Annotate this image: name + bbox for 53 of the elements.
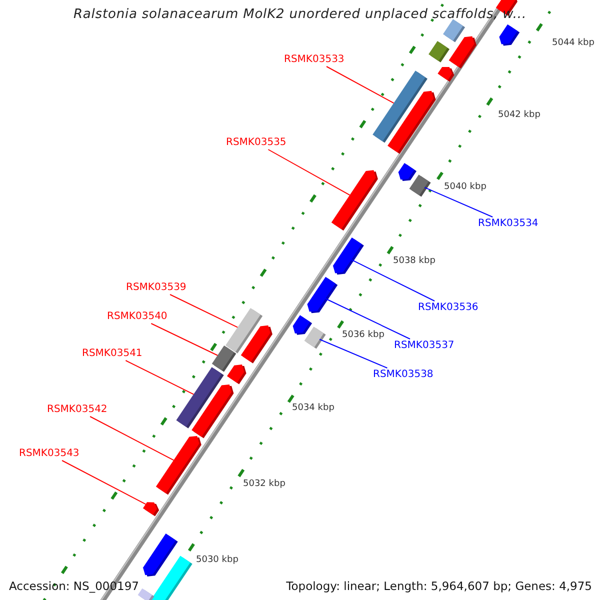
gene-block <box>409 174 431 197</box>
gene-label: RSMK03535 <box>226 137 286 148</box>
gene-label: RSMK03539 <box>126 282 186 294</box>
gene-block <box>448 36 476 68</box>
leader-line <box>319 338 388 368</box>
gene-label: RSMK03533 <box>284 54 344 66</box>
gene-label: RSMK03540 <box>107 311 168 322</box>
scale-label: 5030 kbp <box>196 555 238 566</box>
gene-label: RSMK03536 <box>418 302 478 314</box>
gene-label: RSMK03541 <box>82 348 142 360</box>
leader-line <box>150 323 218 356</box>
accession-label: Accession: NS_000197 <box>9 580 139 594</box>
gene-block <box>192 384 234 438</box>
gene-block <box>292 315 312 335</box>
scale-label: 5034 kbp <box>292 403 334 414</box>
map-title: Ralstonia solanacearum MolK2 unordered unplaced scaffolds, w... <box>74 7 526 22</box>
leader-line <box>326 66 394 104</box>
gene-block <box>499 24 520 46</box>
leader-line <box>62 460 146 505</box>
gene-block <box>142 502 160 516</box>
gene-label: RSMK03537 <box>394 340 454 352</box>
gene-block <box>304 326 326 349</box>
gene-block <box>332 237 364 275</box>
leader-line <box>125 360 194 395</box>
gene-label: RSMK03538 <box>373 369 434 380</box>
gene-block <box>307 276 338 314</box>
leader-line <box>268 149 350 196</box>
leader-line <box>324 298 411 340</box>
gene-label: RSMK03542 <box>47 404 108 416</box>
gene-block <box>443 19 466 42</box>
leader-line <box>424 186 494 218</box>
leader-line <box>350 259 436 302</box>
genome-info: Topology: linear; Length: 5,964,607 bp; Genes: 4,975 <box>286 580 592 594</box>
gene-label: RSMK03534 <box>478 218 538 230</box>
gene-block <box>227 364 246 384</box>
scale-label: 5038 kbp <box>393 256 436 266</box>
gene-block <box>138 588 154 600</box>
gene-block <box>388 90 436 154</box>
gene-label: RSMK03543 <box>19 448 80 460</box>
gene-block <box>428 41 450 62</box>
scale-label: 5032 kbp <box>243 479 286 490</box>
scale-label: 5042 kbp <box>498 110 540 120</box>
leader-line <box>90 416 174 461</box>
leader-line <box>170 294 238 328</box>
scale-label: 5036 kbp <box>342 330 384 340</box>
gene-block <box>438 67 454 82</box>
gene-block <box>331 170 378 231</box>
gene-block <box>398 163 417 182</box>
scale-label: 5040 kbp <box>444 182 486 192</box>
gene-block <box>240 325 272 364</box>
gene-block <box>156 436 202 495</box>
gene-block <box>150 556 192 600</box>
scale-label: 5044 kbp <box>552 38 594 48</box>
